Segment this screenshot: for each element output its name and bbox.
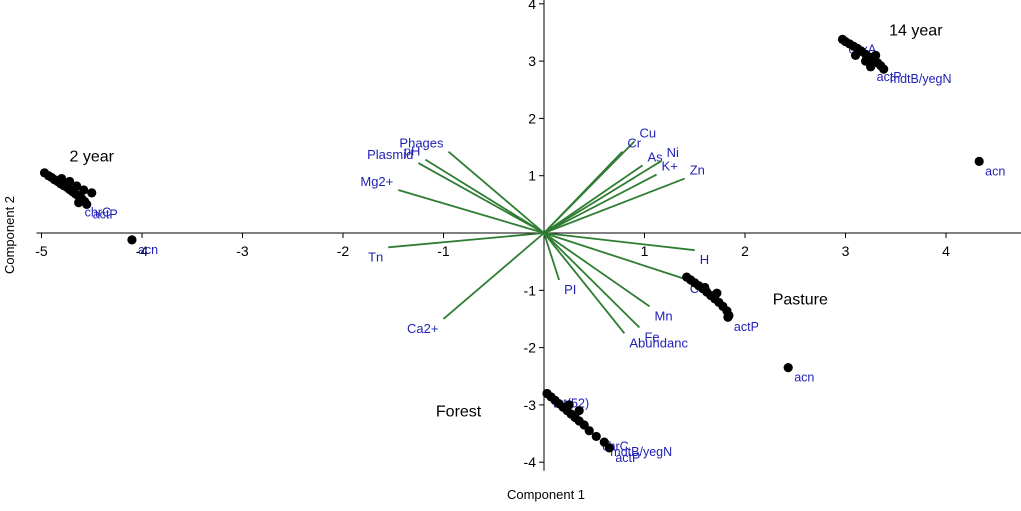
y-tick-label: 1 bbox=[528, 168, 536, 184]
data-point bbox=[591, 431, 601, 442]
loading-label: As bbox=[647, 149, 663, 164]
y-tick-label: -2 bbox=[524, 340, 537, 356]
x-tick-label: 4 bbox=[942, 243, 950, 259]
loading-line bbox=[543, 232, 560, 281]
loading-line bbox=[388, 232, 545, 249]
loading-line bbox=[543, 177, 686, 234]
data-point bbox=[79, 185, 89, 195]
x-tick-label: -3 bbox=[236, 243, 249, 259]
y-axis-title: Component 2 bbox=[2, 196, 17, 274]
loading-label: Fe bbox=[644, 330, 659, 345]
group-label: Forest bbox=[436, 403, 482, 420]
x-tick-label: -1 bbox=[437, 243, 450, 259]
loading-line bbox=[543, 151, 624, 234]
loading-line bbox=[543, 232, 685, 280]
loading-line bbox=[543, 232, 651, 308]
data-point bbox=[574, 406, 584, 416]
x-tick-label: 3 bbox=[842, 243, 850, 259]
point-label: actP bbox=[93, 207, 118, 221]
x-tick-label: -4 bbox=[136, 243, 149, 259]
data-point bbox=[604, 443, 614, 453]
loading-label: pH bbox=[404, 144, 421, 159]
loading-label: Cu bbox=[639, 125, 656, 140]
loading-label: Mg2+ bbox=[360, 174, 393, 189]
loading-line bbox=[543, 160, 663, 234]
loading-label: K+ bbox=[662, 159, 678, 174]
group-label: 2 year bbox=[70, 148, 115, 165]
loading-label: Zn bbox=[690, 163, 705, 178]
point-label: mdtB/yegN bbox=[890, 72, 952, 86]
point-label: actP bbox=[734, 320, 759, 334]
group-label: 14 year bbox=[889, 22, 943, 39]
loading-line bbox=[543, 232, 695, 252]
y-tick-label: -1 bbox=[524, 282, 537, 298]
data-point bbox=[879, 64, 889, 74]
data-point bbox=[127, 235, 137, 245]
data-point bbox=[57, 173, 67, 184]
y-tick-label: 3 bbox=[528, 53, 536, 69]
loading-line bbox=[543, 232, 641, 329]
loading-label: Ni bbox=[667, 145, 679, 160]
point-label: acn bbox=[985, 164, 1005, 178]
data-point bbox=[87, 188, 97, 198]
loading-label: Cr bbox=[627, 136, 641, 151]
loading-line bbox=[417, 162, 545, 234]
point-label: chrC bbox=[85, 206, 111, 220]
x-tick-label: 1 bbox=[641, 243, 649, 259]
data-point bbox=[700, 282, 710, 293]
x-axis-title: Component 1 bbox=[507, 487, 585, 502]
y-tick-label: 2 bbox=[528, 110, 536, 126]
data-point bbox=[74, 198, 84, 208]
data-point bbox=[723, 312, 733, 322]
axes: -5 -4 -3 -2 -1 1 2 3 4 -4 -3 -2 -1 1 2 3 4 bbox=[35, 0, 1021, 471]
loading-line bbox=[543, 232, 626, 334]
loading-label: PI bbox=[564, 282, 576, 297]
loading-line bbox=[543, 173, 657, 234]
x-tick-label: -5 bbox=[35, 243, 48, 259]
y-tick-label: -4 bbox=[524, 454, 537, 470]
data-point bbox=[564, 400, 574, 410]
data-point bbox=[82, 199, 92, 209]
loading-line bbox=[543, 164, 643, 234]
loading-label: Mn bbox=[655, 308, 673, 323]
data-point bbox=[72, 181, 82, 191]
sample-points: chrCactPacncpxAactPmdtB/yegNacnactPacnte… bbox=[39, 34, 1005, 465]
y-tick-label: 4 bbox=[528, 0, 536, 12]
x-tick-label: -2 bbox=[337, 243, 350, 259]
loading-line bbox=[442, 232, 545, 320]
loading-label: Tn bbox=[368, 249, 383, 264]
data-point bbox=[783, 363, 793, 373]
loading-vectors: CuCrAsNiK+ZnHCoMnFeAbundancPICa2+TnMg2+P… bbox=[360, 125, 709, 350]
group-label: Pasture bbox=[773, 292, 828, 309]
loading-label: H bbox=[700, 252, 709, 267]
loading-line bbox=[424, 158, 545, 234]
point-label: actP bbox=[615, 451, 640, 465]
data-point bbox=[584, 426, 594, 436]
loading-label: Abundanc bbox=[629, 335, 688, 350]
data-point bbox=[871, 50, 881, 60]
point-label: mdtB/yegN bbox=[610, 445, 672, 459]
loading-line bbox=[398, 189, 545, 234]
data-point bbox=[974, 156, 984, 166]
x-tick-label: 2 bbox=[741, 243, 749, 259]
y-tick-label: -3 bbox=[524, 397, 537, 413]
data-point bbox=[850, 50, 861, 60]
point-label: acn bbox=[138, 243, 158, 257]
loading-label: Ca2+ bbox=[407, 321, 438, 336]
loading-label: Phages bbox=[399, 136, 444, 151]
point-label: acn bbox=[794, 371, 814, 385]
data-point bbox=[65, 176, 75, 187]
loading-line bbox=[447, 150, 545, 234]
loading-label: Plasmid bbox=[367, 147, 413, 162]
data-point bbox=[712, 288, 722, 298]
data-point bbox=[861, 56, 871, 66]
